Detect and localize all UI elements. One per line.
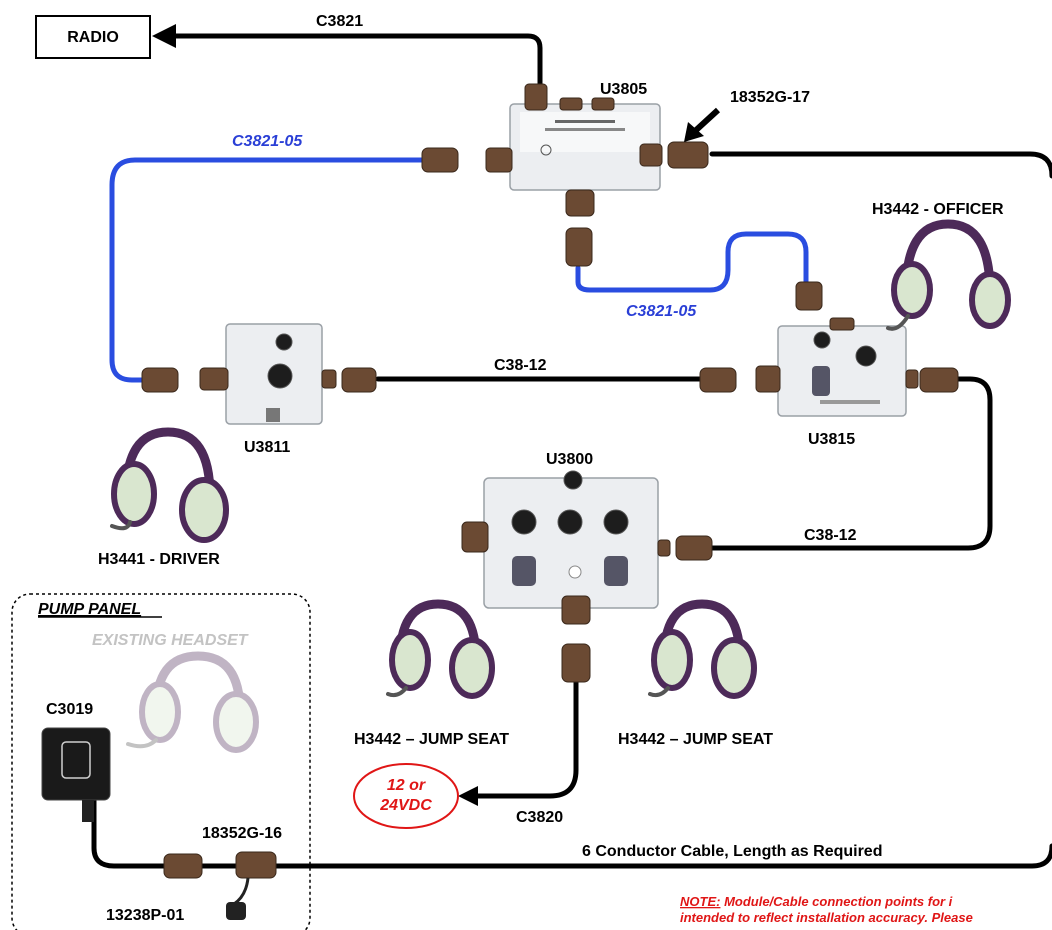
note-prefix: NOTE: bbox=[680, 894, 720, 909]
cable-c38-12-right bbox=[709, 376, 993, 551]
note-line1-text: Module/Cable connection points for i bbox=[720, 894, 952, 909]
module-u3815 bbox=[777, 325, 907, 417]
headset-existing-icon bbox=[126, 651, 259, 753]
cable-6-conductor bbox=[91, 797, 1052, 869]
label-c38-12-top: C38-12 bbox=[494, 357, 547, 374]
cable-u3805-right bbox=[709, 151, 1052, 179]
label-c3821: C3821 bbox=[316, 13, 363, 30]
arrow-to-radio bbox=[152, 24, 176, 48]
connector-u3815-right bbox=[905, 367, 959, 393]
connector-u3811-left bbox=[141, 367, 229, 393]
radio-box bbox=[35, 15, 151, 59]
label-c38-12-right: C38-12 bbox=[804, 527, 857, 544]
power-ellipse bbox=[353, 763, 459, 829]
connector-u3800-left bbox=[461, 521, 489, 553]
module-u3800 bbox=[483, 470, 659, 609]
label-c3019: C3019 bbox=[46, 701, 93, 718]
pointer-arrowhead-18352g-17 bbox=[684, 122, 704, 142]
cable-c3821-05-right bbox=[575, 231, 809, 293]
cable-c3821-05-left bbox=[109, 157, 428, 383]
connector-u3805-top bbox=[524, 83, 615, 111]
note-line1: NOTE: Module/Cable connection points for… bbox=[680, 894, 953, 909]
label-18352g-16: 18352G-16 bbox=[202, 825, 282, 842]
connector-u3800-right bbox=[657, 535, 713, 561]
headset-driver-icon bbox=[110, 427, 229, 543]
label-c3821-05-right: C3821-05 bbox=[626, 303, 697, 320]
label-h3442-jump-seat-left: H3442 – JUMP SEAT bbox=[354, 731, 509, 748]
cable-c3821 bbox=[169, 33, 543, 91]
label-c3821-05-top: C3821-05 bbox=[232, 133, 303, 150]
label-18352g-17: 18352G-17 bbox=[730, 89, 810, 106]
connector-u3805-bottom bbox=[565, 189, 595, 267]
label-13238p-01: 13238P-01 bbox=[106, 907, 184, 924]
connector-18352g-16 bbox=[233, 851, 277, 906]
label-u3811: U3811 bbox=[244, 439, 290, 456]
connector-u3805-left bbox=[421, 147, 513, 173]
label-h3441-driver: H3441 - DRIVER bbox=[98, 551, 220, 568]
connector-18352g-17 bbox=[639, 141, 709, 169]
label-h3442-officer: H3442 - OFFICER bbox=[872, 201, 1004, 218]
module-u3805 bbox=[509, 103, 661, 191]
label-existing-headset: EXISTING HEADSET bbox=[92, 632, 249, 649]
connector-u3815-top bbox=[795, 281, 855, 331]
c3019-headset-adapter bbox=[41, 727, 111, 822]
power-label-line1: 12 or bbox=[387, 777, 426, 794]
label-u3805: U3805 bbox=[600, 81, 647, 98]
label-u3800: U3800 bbox=[546, 451, 593, 468]
label-c3820: C3820 bbox=[516, 809, 563, 826]
module-u3811 bbox=[225, 323, 323, 425]
headset-jump-seat-right-icon bbox=[648, 599, 757, 699]
arrow-to-power bbox=[458, 786, 478, 806]
label-6-conductor: 6 Conductor Cable, Length as Required bbox=[582, 843, 882, 860]
headset-officer-icon bbox=[886, 219, 1011, 331]
connector-u3815-left bbox=[699, 365, 781, 393]
headset-jump-seat-left-icon bbox=[386, 599, 495, 699]
label-u3815: U3815 bbox=[808, 431, 855, 448]
label-h3442-jump-seat-right: H3442 – JUMP SEAT bbox=[618, 731, 773, 748]
connector-6-conductor bbox=[163, 853, 203, 879]
power-label-line2: 24VDC bbox=[379, 797, 432, 814]
pump-panel-title: PUMP PANEL bbox=[38, 601, 141, 618]
connector-u3800-bottom bbox=[561, 595, 591, 683]
radio-label: RADIO bbox=[67, 29, 119, 46]
pointer-arrow-18352g-17 bbox=[691, 107, 721, 135]
connector-13238p-01 bbox=[226, 902, 246, 920]
connector-u3811-right bbox=[321, 367, 377, 393]
cable-c3820 bbox=[471, 679, 579, 799]
note-line2: intended to reflect installation accurac… bbox=[680, 910, 973, 925]
